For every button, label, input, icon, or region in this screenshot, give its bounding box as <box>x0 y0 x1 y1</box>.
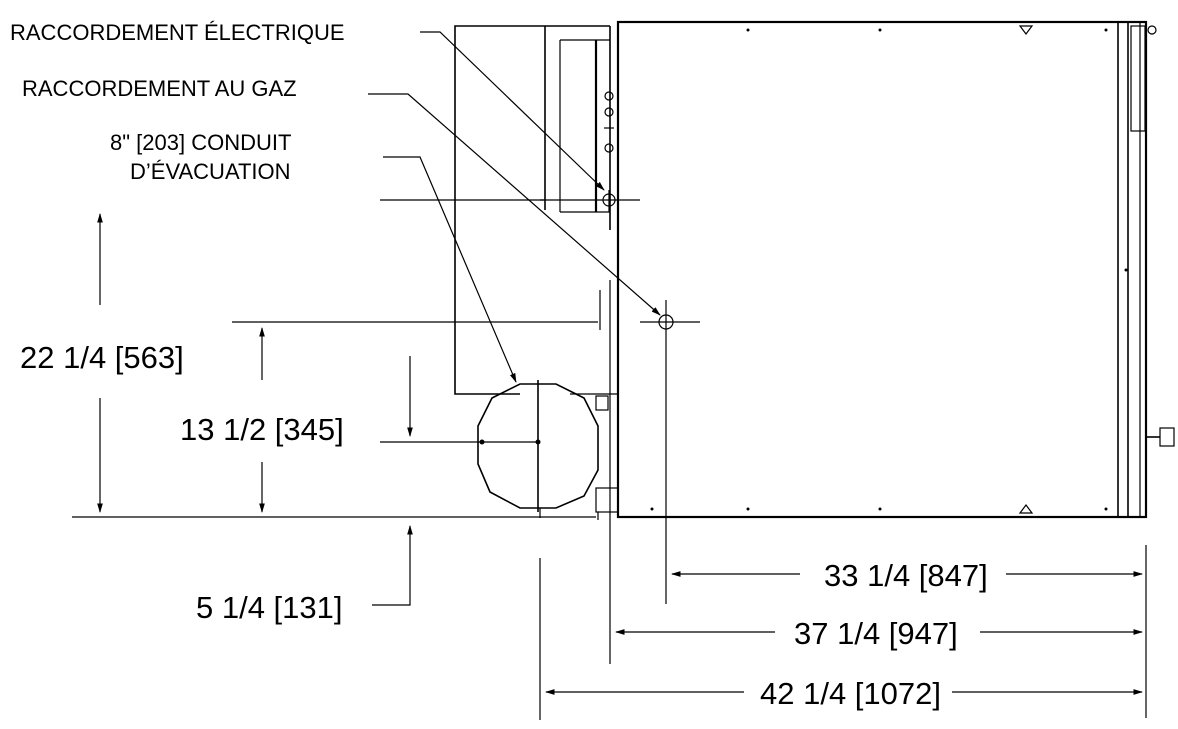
callout-vent-line2: D’ÉVACUATION <box>130 159 291 184</box>
rear-panel <box>454 25 619 664</box>
dim-width-overall: 42 1/4 [1072] <box>760 676 941 711</box>
callout-gas: RACCORDEMENT AU GAZ <box>22 76 297 101</box>
horizontal-dimensions <box>539 545 1147 720</box>
dim-height-vent: 13 1/2 [345] <box>180 412 344 447</box>
dim-width-gas: 33 1/4 [847] <box>824 558 988 593</box>
callout-vent-line1: 8" [203] CONDUIT <box>110 130 291 155</box>
dim-height-overall: 22 1/4 [563] <box>20 340 184 375</box>
electrical-connection <box>540 190 640 212</box>
vertical-dimensions <box>72 199 598 606</box>
dim-width-body: 37 1/4 [947] <box>794 616 958 651</box>
gas-connection <box>640 300 700 604</box>
vent-duct <box>477 380 609 518</box>
callout-leaders <box>368 31 661 383</box>
callout-electrical: RACCORDEMENT ÉLECTRIQUE <box>10 20 345 45</box>
dim-offset-bottom: 5 1/4 [131] <box>196 590 343 625</box>
appliance-body <box>616 20 1175 519</box>
